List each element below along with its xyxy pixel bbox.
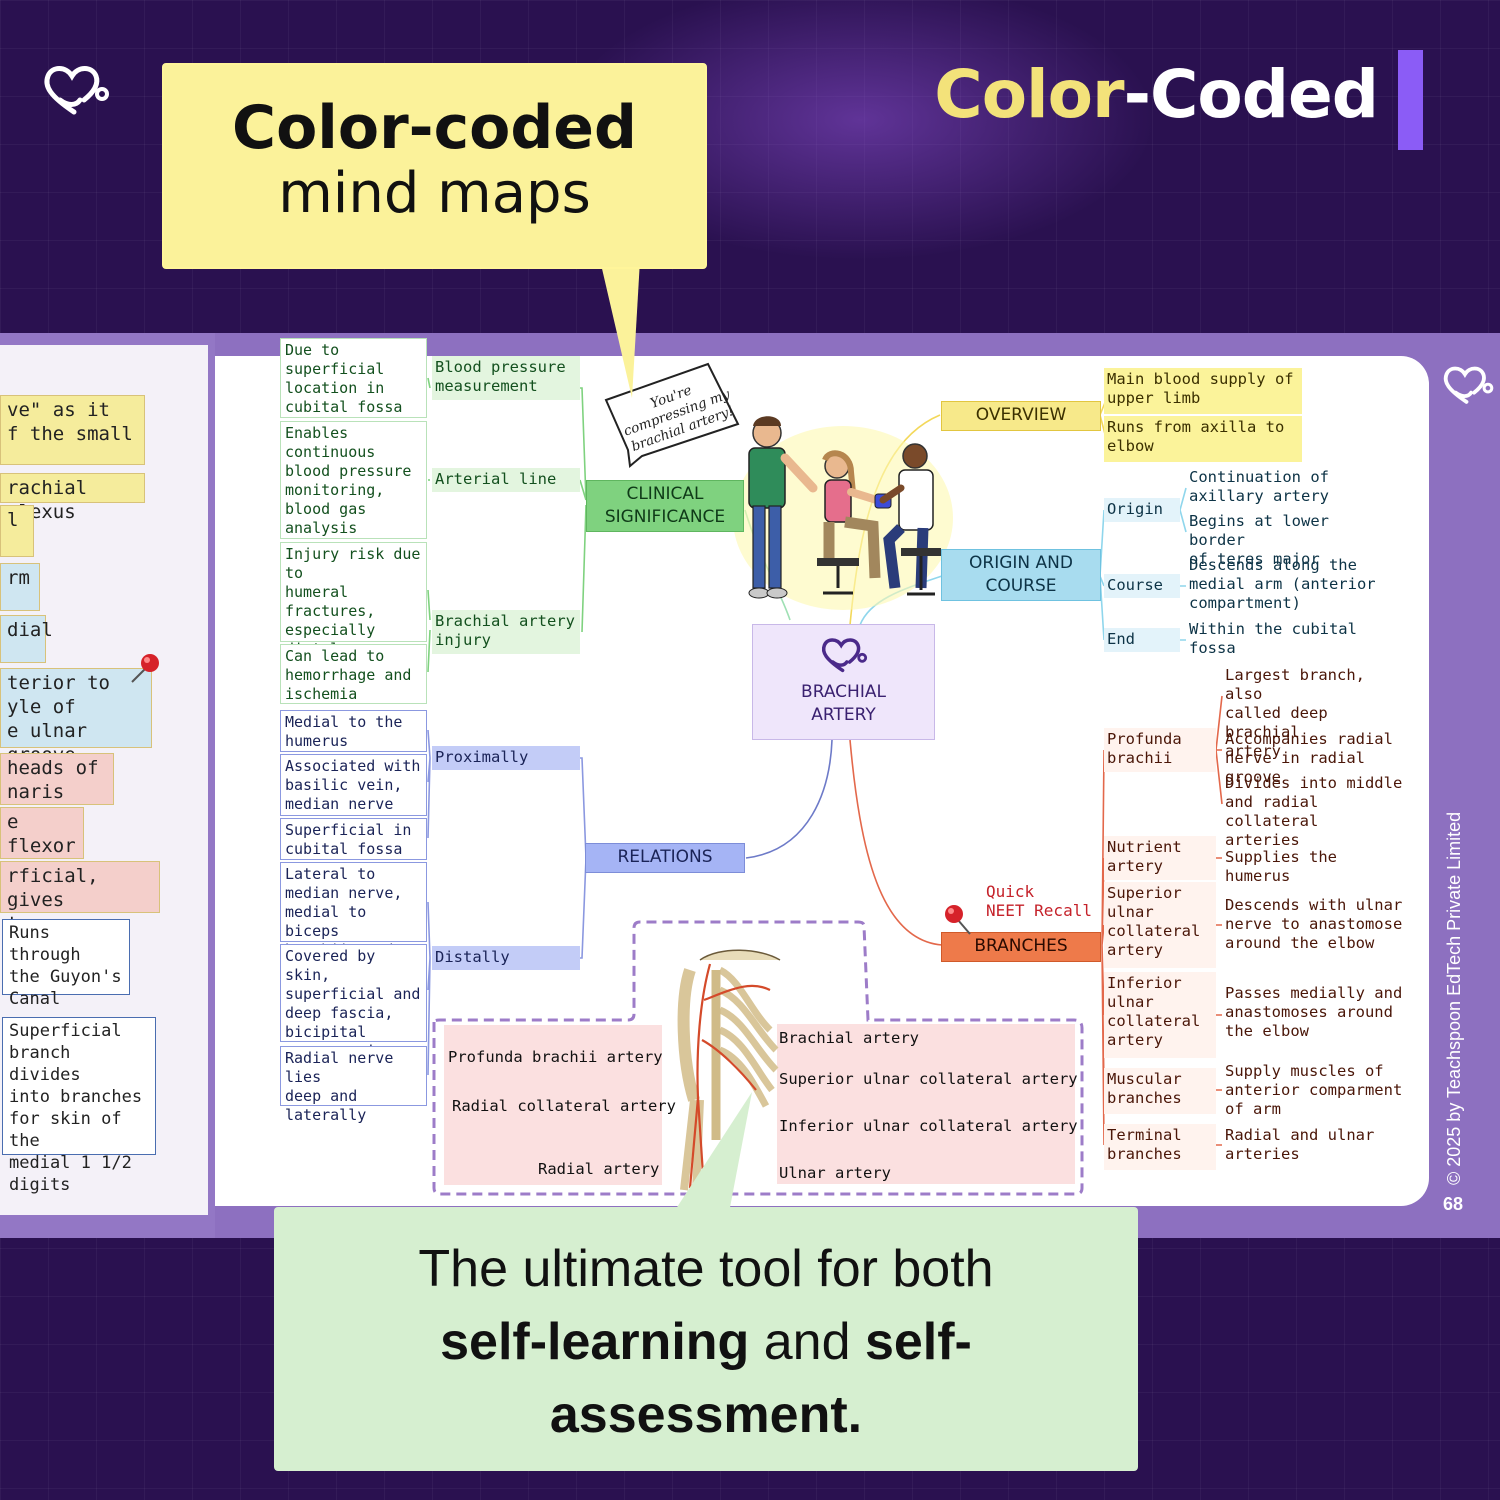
bp-measurement-illustration bbox=[733, 416, 953, 610]
branches-sub: Superior ulnar collateral artery bbox=[1104, 882, 1216, 968]
clinical-note: Can lead to hemorrhage and ischemia bbox=[280, 644, 427, 704]
pushpin-icon bbox=[131, 654, 159, 683]
clinical-note: Due to superficial location in cubital f… bbox=[280, 338, 427, 418]
branches-note: Supplies the humerus bbox=[1225, 848, 1337, 885]
left-page-note: rm bbox=[0, 563, 40, 611]
branches-note: Largest branch, also called deep brachia… bbox=[1225, 666, 1365, 760]
relations-note: Medial to the humerus bbox=[280, 710, 427, 752]
anatomy-inset-frame bbox=[432, 920, 1084, 1196]
relations-note: Superficial in cubital fossa bbox=[280, 818, 427, 860]
pushpin-icon bbox=[945, 905, 971, 935]
header-accent-bar bbox=[1398, 50, 1423, 150]
branches-note: Supply muscles of anterior comparment of… bbox=[1225, 1062, 1403, 1118]
origin-course-hub: ORIGIN AND COURSE bbox=[941, 549, 1101, 601]
left-page-note: Superficial branch divides into branches… bbox=[2, 1017, 156, 1195]
callout-bottom-mid: and bbox=[749, 1312, 865, 1371]
anatomy-label-left: Radial collateral artery bbox=[452, 1097, 676, 1115]
branches-hub: BRANCHES bbox=[941, 932, 1101, 962]
clinical-sub: Blood pressure measurement bbox=[432, 356, 580, 400]
center-hub-line2: ARTERY bbox=[811, 705, 876, 725]
relations-note: Radial nerve lies deep and laterally bbox=[280, 1046, 427, 1124]
relations-note: Covered by skin, superficial and deep fa… bbox=[280, 944, 427, 1060]
overview-hub: OVERVIEW bbox=[941, 401, 1101, 431]
clinical-note: Injury risk due to humeral fractures, es… bbox=[280, 542, 427, 677]
header-title: Color-Coded bbox=[934, 56, 1379, 133]
left-page-note: l bbox=[0, 505, 34, 557]
origin-course-note: Continuation of axillary artery bbox=[1189, 468, 1329, 505]
branches-sub: Muscular branches bbox=[1104, 1068, 1216, 1114]
branches-sub: Terminal branches bbox=[1104, 1124, 1216, 1170]
origin-course-sub: Origin bbox=[1104, 498, 1180, 522]
relations-sub: Proximally bbox=[432, 746, 580, 770]
arm-skeleton-illustration bbox=[677, 949, 781, 1193]
anatomy-label-right: Ulnar artery bbox=[779, 1164, 891, 1182]
branches-note: Radial and ulnar arteries bbox=[1225, 1126, 1375, 1163]
callout-bottom-line2: self-learning and self- bbox=[274, 1306, 1138, 1379]
clinical-note: Enables continuous blood pressure monito… bbox=[280, 421, 427, 539]
overview-note: Runs from axilla to elbow bbox=[1104, 416, 1302, 462]
relations-hub: RELATIONS bbox=[585, 843, 745, 873]
branches-tag: Quick NEET Recall bbox=[986, 882, 1092, 920]
origin-course-note: Begins at lower border of teres major bbox=[1189, 512, 1329, 568]
origin-course-sub: End bbox=[1104, 628, 1180, 652]
clinical-sub: Arterial line bbox=[432, 468, 580, 492]
branches-sub: Nutrient artery bbox=[1104, 836, 1216, 880]
relations-note: Lateral to median nerve, medial to bicep… bbox=[280, 862, 427, 959]
anatomy-label-left: Profunda brachii artery bbox=[448, 1048, 663, 1066]
relations-note: Associated with basilic vein, median ner… bbox=[280, 754, 427, 816]
anatomy-label-right: Inferior ulnar collateral artery bbox=[779, 1117, 1078, 1135]
callout-bottom-line1: The ultimate tool for both bbox=[418, 1240, 994, 1298]
left-page-note: dial bbox=[0, 615, 53, 663]
callout-bottom-bold3: assessment. bbox=[549, 1385, 863, 1444]
branches-note: Accompanies radial nerve in radial groov… bbox=[1225, 730, 1393, 786]
relations-sub: Distally bbox=[432, 946, 580, 970]
branches-note: Descends with ulnar nerve to anastomose … bbox=[1225, 896, 1403, 952]
anatomy-label-right: Superior ulnar collateral artery bbox=[779, 1070, 1078, 1088]
branches-note: Passes medially and anastomoses around t… bbox=[1225, 984, 1403, 1040]
origin-course-sub: Course bbox=[1104, 574, 1180, 598]
origin-course-note: Within the cubital fossa bbox=[1189, 620, 1357, 657]
anatomy-label-right: Brachial artery bbox=[779, 1029, 919, 1047]
brand-logo-icon bbox=[44, 66, 109, 115]
anatomy-label-left: Radial artery bbox=[538, 1160, 660, 1178]
callout-top-title: Color-coded bbox=[232, 93, 637, 163]
branches-note: Divides into middle and radial collatera… bbox=[1225, 774, 1403, 849]
callout-top: Color-coded mind maps bbox=[162, 63, 707, 269]
anatomy-left-panel bbox=[444, 1025, 662, 1185]
callout-bottom-pointer bbox=[670, 1092, 752, 1218]
overview-note: Main blood supply of upper limb bbox=[1104, 368, 1302, 414]
center-hub-line1: BRACHIAL bbox=[801, 682, 886, 702]
callout-top-subtitle: mind maps bbox=[278, 161, 591, 226]
page-logo-icon bbox=[1443, 366, 1494, 404]
left-page-note: terior to yle of e ulnar groove bbox=[0, 668, 152, 766]
left-page-note: heads of naris bbox=[0, 753, 114, 805]
callout-bottom-bold2: self- bbox=[864, 1312, 972, 1371]
speech-bubble-shape bbox=[604, 362, 740, 468]
callout-top-pointer bbox=[600, 260, 640, 398]
clinical-hub: CLINICAL SIGNIFICANCE bbox=[586, 480, 744, 532]
branches-sub: Profunda brachii bbox=[1104, 728, 1216, 772]
callout-bottom-bold1: self-learning bbox=[440, 1312, 750, 1371]
left-page-note: ve" as it f the small bbox=[0, 395, 145, 465]
center-logo-icon bbox=[821, 638, 868, 673]
callout-bottom: The ultimate tool for both self-learning… bbox=[274, 1207, 1138, 1471]
left-page-note: Runs through the Guyon's Canal bbox=[2, 919, 130, 1009]
page-number: 68 bbox=[1443, 1194, 1464, 1214]
branches-sub: Inferior ulnar collateral artery bbox=[1104, 972, 1216, 1058]
origin-course-note: Descends along the medial arm (anterior … bbox=[1189, 556, 1376, 612]
clinical-sub: Brachial artery injury bbox=[432, 610, 580, 654]
anatomy-right-panel bbox=[777, 1024, 1075, 1184]
